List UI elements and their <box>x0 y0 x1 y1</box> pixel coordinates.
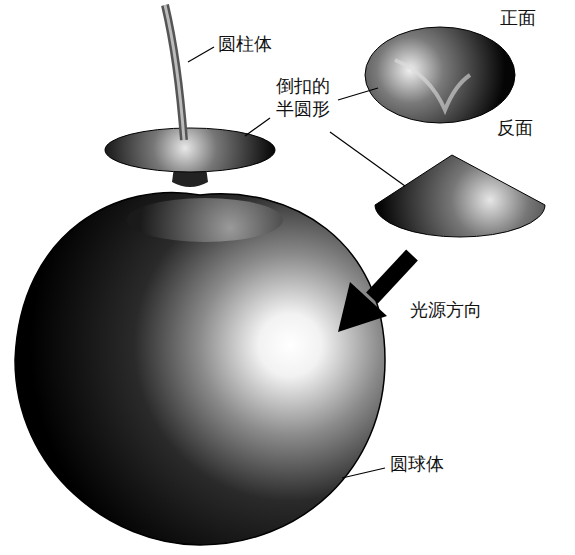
part-label: 圆球体 <box>390 452 444 475</box>
part-label: 光源方向 <box>410 298 482 321</box>
part-label: 倒扣的 半圆形 <box>274 74 332 121</box>
part-label: 圆柱体 <box>218 32 272 55</box>
part-label: 反面 <box>497 116 533 139</box>
part-label: 正面 <box>500 6 536 29</box>
